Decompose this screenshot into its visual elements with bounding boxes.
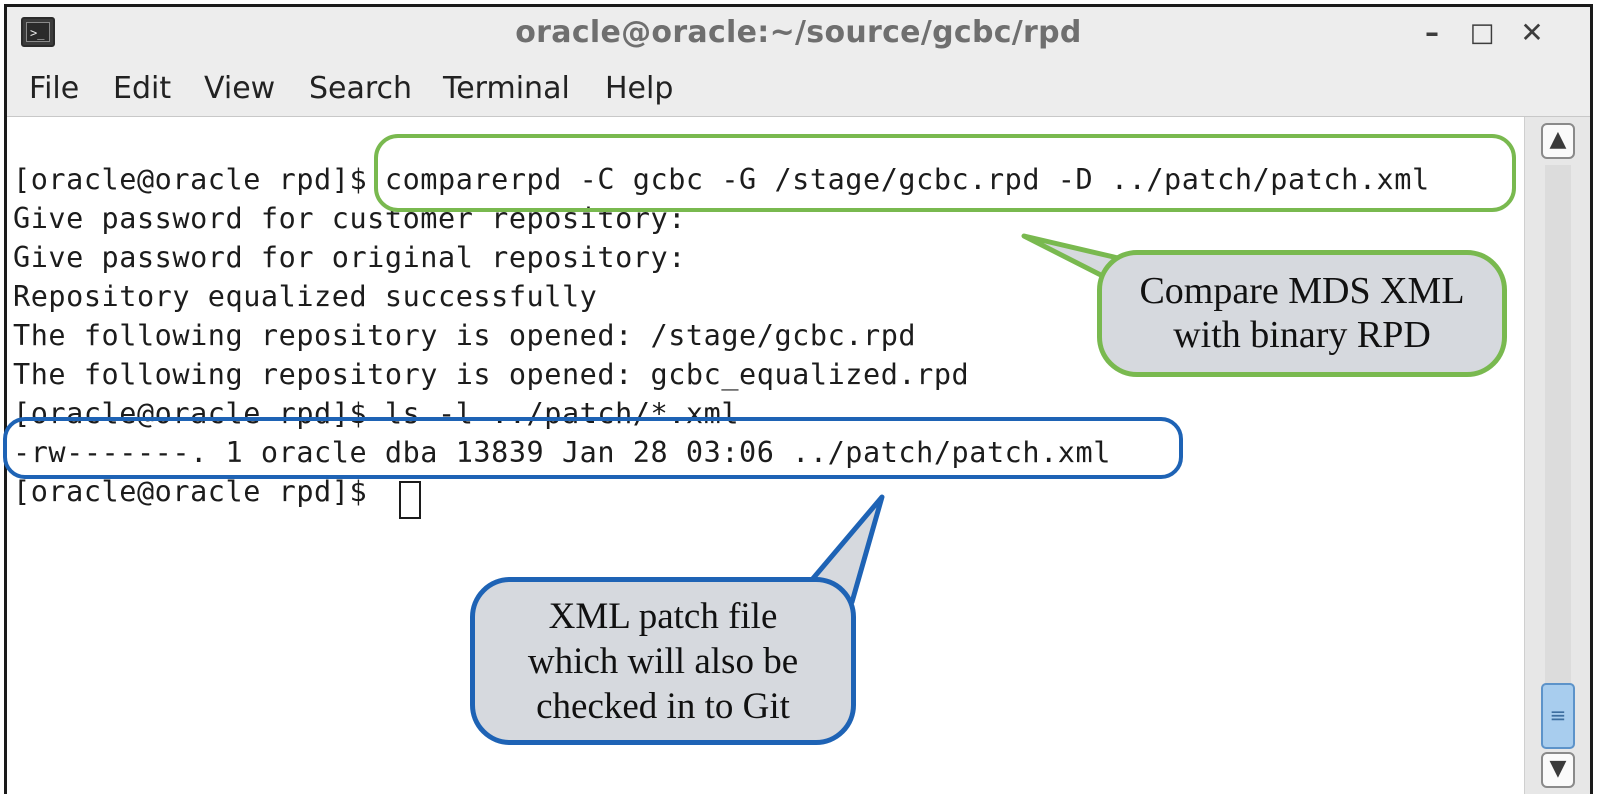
menu-file[interactable]: File bbox=[29, 71, 80, 106]
callout-text: XML patch file bbox=[548, 596, 778, 637]
menu-help[interactable]: Help bbox=[605, 71, 674, 106]
menu-edit[interactable]: Edit bbox=[113, 71, 172, 106]
scroll-up-button[interactable]: ▲ bbox=[1541, 123, 1575, 159]
menu-terminal[interactable]: Terminal bbox=[443, 71, 570, 106]
terminal-line: The following repository is opened: /sta… bbox=[13, 319, 917, 352]
text-cursor bbox=[399, 481, 421, 519]
callout-text: which will also be bbox=[527, 641, 799, 682]
terminal-prompt: [oracle@oracle rpd]$ bbox=[13, 475, 385, 508]
terminal-line: Give password for original repository: bbox=[13, 241, 686, 274]
menu-bar: File Edit View Search Terminal Help bbox=[7, 59, 1590, 117]
minimize-button[interactable]: – bbox=[1425, 16, 1439, 49]
scroll-thumb[interactable]: ≡ bbox=[1541, 683, 1575, 749]
command-highlight bbox=[374, 134, 1516, 212]
menu-search[interactable]: Search bbox=[309, 71, 413, 106]
terminal-line: -rw-------. 1 oracle dba 13839 Jan 28 03… bbox=[13, 436, 1111, 469]
terminal-line: [oracle@oracle rpd]$ comparerpd -C gcbc … bbox=[13, 163, 1430, 196]
window-title: oracle@oracle:~/source/gcbc/rpd bbox=[515, 15, 1082, 50]
terminal-line: Give password for customer repository: bbox=[13, 202, 686, 235]
vertical-scrollbar[interactable]: ▲ ≡ ▼ bbox=[1524, 117, 1590, 794]
patch-file-highlight bbox=[3, 417, 1183, 479]
blue-callout: XML patch file which will also be checke… bbox=[470, 577, 856, 745]
terminal-line: [oracle@oracle rpd]$ ls -l ../patch/*.xm… bbox=[13, 397, 740, 430]
close-button[interactable]: ✕ bbox=[1520, 16, 1544, 49]
terminal-icon: >_ bbox=[21, 17, 55, 47]
callout-text: Compare MDS XML bbox=[1139, 270, 1465, 312]
terminal-output[interactable]: [oracle@oracle rpd]$ comparerpd -C gcbc … bbox=[7, 117, 1524, 794]
callout-text: checked in to Git bbox=[536, 686, 790, 727]
title-bar[interactable]: >_ oracle@oracle:~/source/gcbc/rpd – □ ✕ bbox=[7, 7, 1590, 59]
scroll-track[interactable] bbox=[1545, 165, 1571, 745]
green-callout: Compare MDS XML with binary RPD bbox=[1097, 250, 1507, 377]
terminal-line: The following repository is opened: gcbc… bbox=[13, 358, 970, 391]
scroll-down-button[interactable]: ▼ bbox=[1541, 752, 1575, 788]
maximize-button[interactable]: □ bbox=[1469, 18, 1495, 48]
menu-view[interactable]: View bbox=[204, 71, 276, 106]
terminal-line: Repository equalized successfully bbox=[13, 280, 598, 313]
callout-text: with binary RPD bbox=[1173, 314, 1431, 356]
